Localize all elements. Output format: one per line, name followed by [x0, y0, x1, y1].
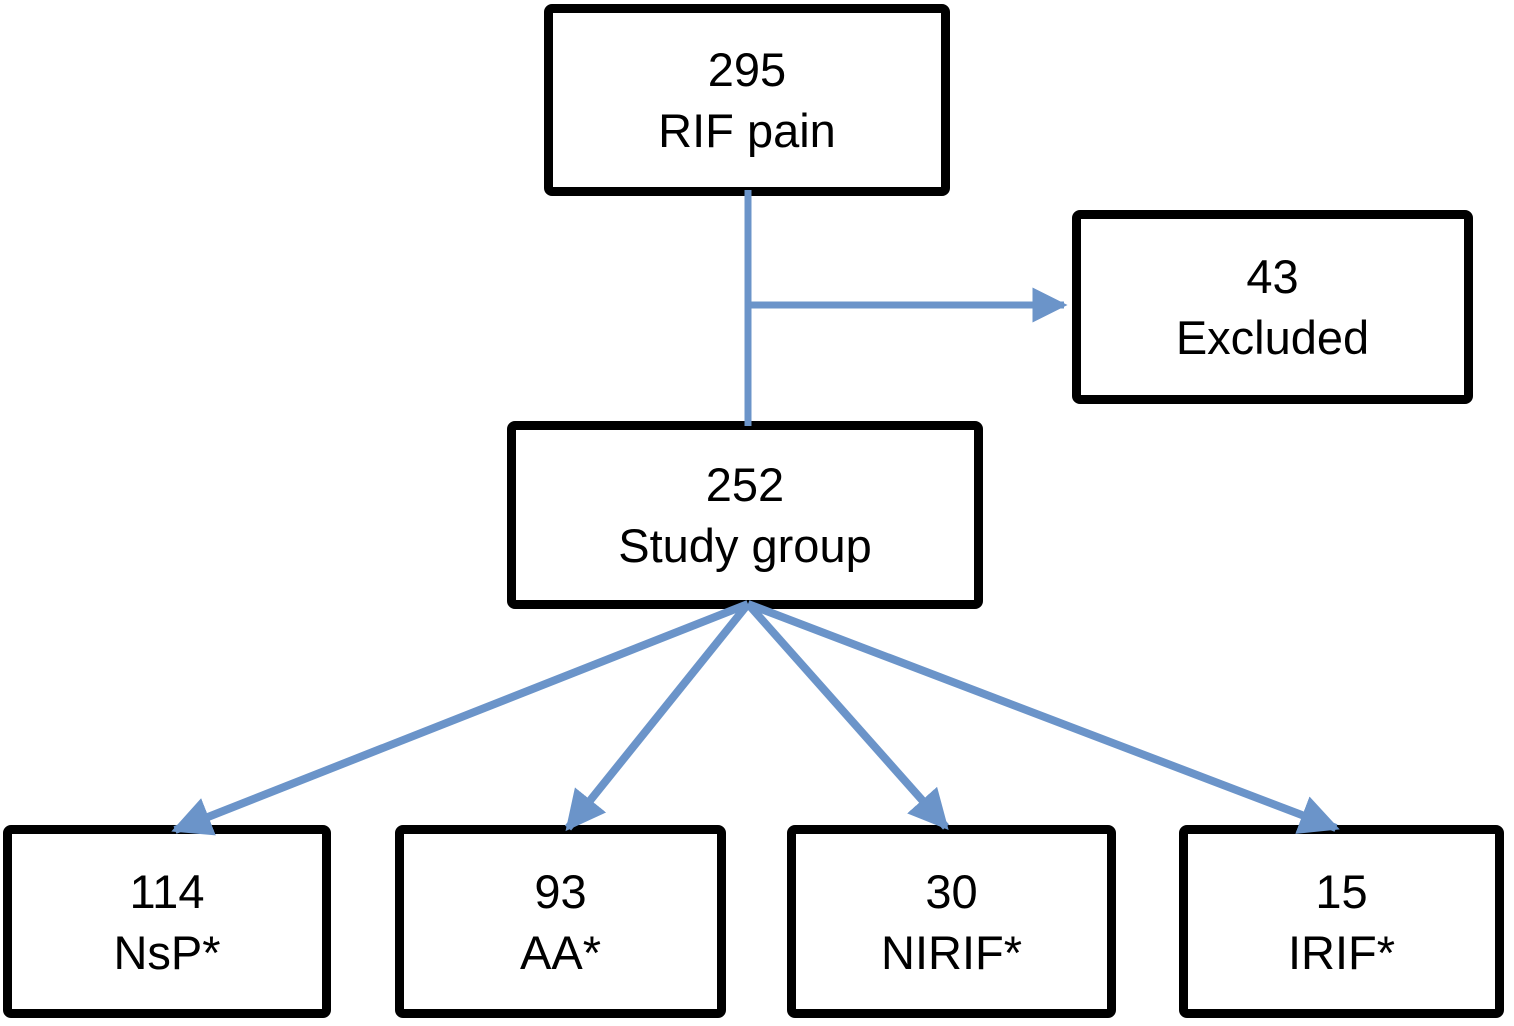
node-label: Study group	[618, 519, 872, 572]
connector-studygroup-nsp	[171, 600, 750, 836]
node-study-group: 252 Study group	[507, 421, 983, 609]
node-value: 252	[705, 458, 785, 511]
node-rif-pain: 295 RIF pain	[544, 4, 950, 196]
node-label: RIF pain	[658, 104, 836, 157]
node-value: 30	[925, 864, 978, 918]
node-value: 295	[707, 43, 787, 96]
connector-studygroup-nirif	[745, 601, 949, 830]
node-value: 93	[534, 864, 587, 918]
node-value: 114	[129, 864, 205, 918]
node-label: NIRIF*	[881, 925, 1022, 979]
node-label: AA*	[520, 925, 601, 979]
node-value: 43	[1246, 250, 1299, 303]
node-nsp: 114 NsP*	[3, 825, 331, 1018]
connector-studygroup-irif	[746, 600, 1340, 834]
connector-studygroup-aa	[564, 601, 752, 832]
node-aa: 93 AA*	[395, 825, 726, 1018]
node-excluded: 43 Excluded	[1072, 210, 1473, 404]
node-nirif: 30 NIRIF*	[787, 825, 1116, 1018]
node-label: Excluded	[1175, 311, 1370, 364]
node-value: 15	[1315, 864, 1368, 918]
node-label: IRIF*	[1287, 925, 1396, 979]
node-label: NsP*	[113, 925, 221, 979]
node-irif: 15 IRIF*	[1179, 825, 1504, 1018]
